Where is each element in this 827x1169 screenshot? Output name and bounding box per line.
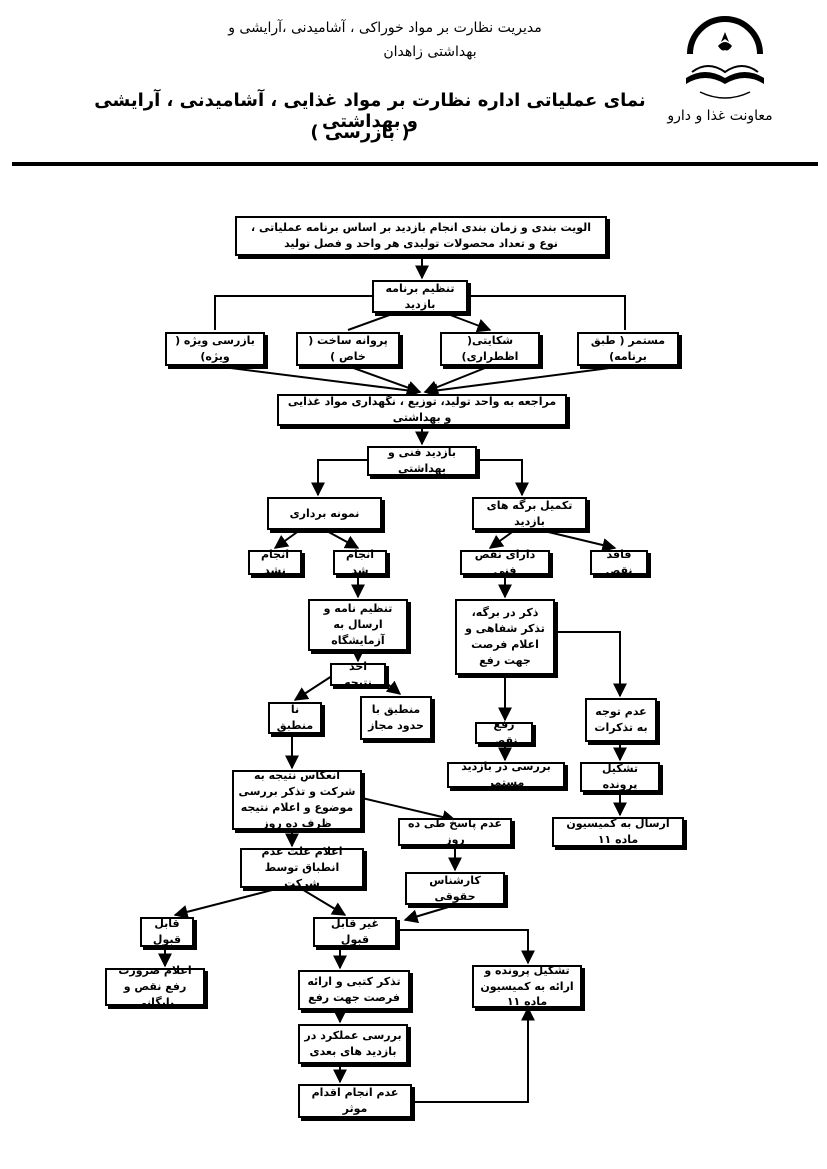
edge-form-defect — [488, 529, 516, 549]
node-written: تذکر کتبی و ارائه فرصت جهت رفع — [298, 970, 410, 1010]
node-complaint: شکایتی( اظطراری) — [440, 332, 540, 366]
node-sampling: نمونه برداری — [267, 497, 382, 530]
node-archive: اعلام ضرورت رفع نقص و بایگانی — [105, 964, 205, 1009]
edge-schedule-branches — [214, 295, 626, 330]
node-review-continuous: بررسی در بازدید مستمر — [447, 760, 565, 789]
node-announce: اعلام علت عدم انطباق توسط شرکت — [240, 845, 364, 890]
edge-license-visit — [347, 365, 422, 395]
node-continuous: مستمر ( طبق برنامه) — [577, 332, 679, 366]
org-name-line1: مدیریت نظارت بر مواد خوراکی ، آشامیدنی ،… — [228, 20, 542, 36]
node-compliant: منطبق با حدود مجاز — [360, 696, 432, 740]
node-visit-unit: مراجعه به واحد تولید، توزیع ، نگهداری مو… — [277, 394, 567, 426]
edge-form-nodefect — [539, 529, 617, 552]
page-title: نمای عملیاتی اداره نظارت بر مواد غذایی ،… — [94, 90, 646, 132]
node-no-defect: فاقد نقص — [590, 548, 648, 577]
edge-sampling-notdone — [273, 529, 301, 549]
edge-legal-unacceptable — [403, 904, 456, 924]
node-form: تکمیل برگه های بازدید — [472, 497, 587, 530]
node-result: اخذ نتیجه — [330, 660, 386, 689]
university-seal-icon — [686, 16, 764, 99]
node-acceptable: قابل قبول — [140, 917, 194, 947]
node-legal: کارشناس حقوقی — [405, 872, 505, 905]
edge-result-noncompliant — [293, 673, 336, 701]
page-subtitle: ( بازرسی ) — [310, 122, 410, 143]
node-has-defect: دارای نقص فنی — [460, 548, 550, 577]
header-divider — [12, 162, 818, 166]
node-file1: تشکیل پرونده — [580, 762, 660, 792]
node-no-action: عدم انجام اقدام موثر — [298, 1084, 412, 1118]
node-ignore: عدم توجه به تذکرات — [585, 698, 657, 742]
edge-note-ignore — [555, 631, 627, 698]
node-schedule: تنظیم برنامه بازدید — [372, 280, 468, 313]
edge-unacceptable-file2 — [397, 929, 535, 965]
edge-sampling-done — [324, 529, 360, 549]
edge-announce-acceptable — [173, 887, 281, 919]
node-non-compliant: نا منطبق — [268, 702, 322, 734]
node-note: ذکر در برگه، تذکر شفاهی و اعلام فرصت جهت… — [455, 599, 555, 675]
node-priority: الویت بندی و زمان بندی انجام بازدید بر ا… — [235, 216, 607, 256]
edge-announce-unacceptable — [299, 887, 347, 916]
node-reflect: انعکاس نتیجه به شرکت و تذکر بررسی موضوع … — [232, 769, 362, 830]
org-name-line2: بهداشتی زاهدان — [383, 44, 477, 60]
node-no-reply: عدم پاسخ طی ده روز — [398, 817, 512, 846]
node-done: انجام شد — [333, 548, 387, 577]
edge-tech-sampling — [311, 459, 367, 497]
deputy-label: معاونت غذا و دارو — [667, 108, 773, 124]
node-send11: ارسال به کمیسیون ماده ۱۱ — [552, 817, 684, 847]
node-license: پروانه ساخت ( خاص ) — [296, 332, 400, 366]
edge-reflect-noreply — [361, 797, 457, 824]
node-tech-visit: بازدید فنی و بهداشتی — [367, 446, 477, 476]
edge-special-visit — [214, 365, 422, 398]
node-unacceptable: غیر قابل قبول — [313, 917, 397, 947]
node-review-perf: بررسی عملکرد در بازدید های بعدی — [298, 1024, 408, 1064]
node-special: بازرسی ویژه ( ویژه) — [165, 332, 265, 366]
node-file2: تشکیل پرونده و ارائه به کمیسیون ماده ۱۱ — [472, 964, 582, 1008]
node-not-done: انجام نشد — [248, 548, 302, 577]
node-letter: تنظیم نامه و ارسال به آزمایشگاه — [308, 599, 408, 651]
edge-continuous-visit — [423, 365, 626, 398]
edge-tech-form — [477, 459, 529, 497]
edge-noaction-file2 — [412, 1006, 535, 1103]
node-fix: رفع نقص — [475, 718, 533, 747]
